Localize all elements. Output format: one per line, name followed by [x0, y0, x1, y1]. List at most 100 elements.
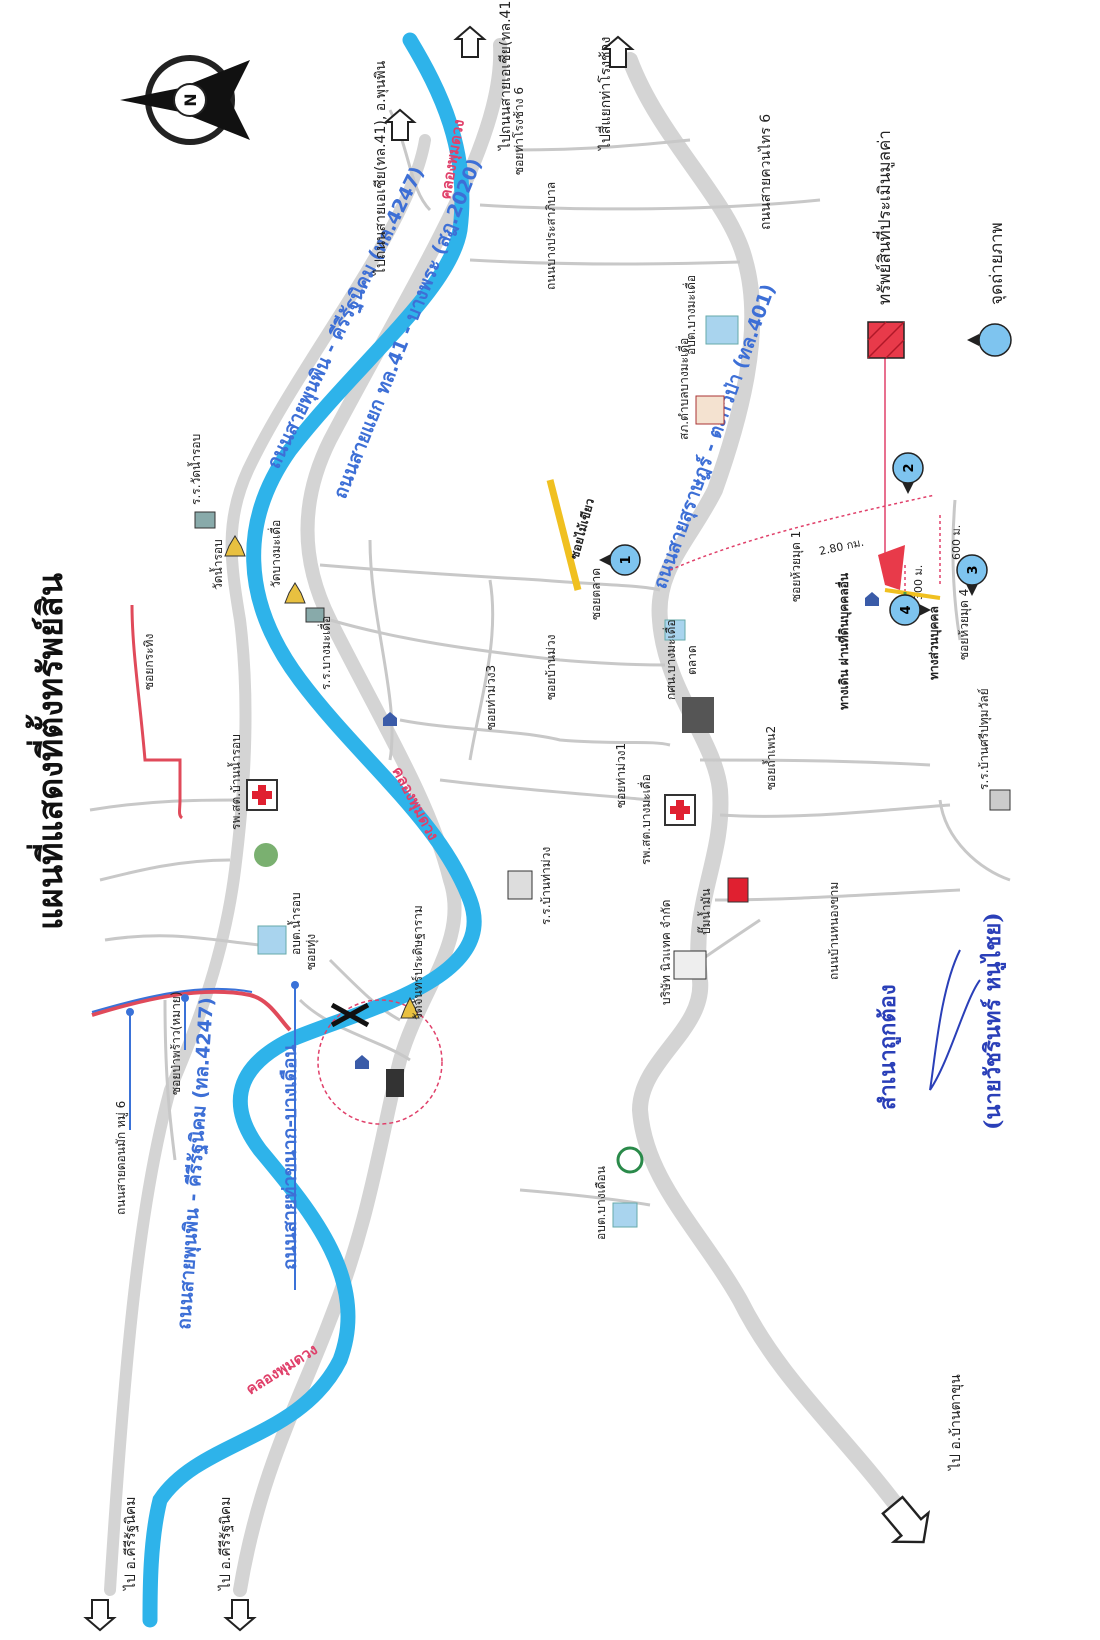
bridge-area-circle	[317, 999, 443, 1125]
photo-point-4: 4	[889, 594, 931, 626]
logo-icon	[254, 843, 278, 867]
label-police: สภ.ตำบลบางมะเดื่อ	[675, 338, 691, 440]
gas-station-icon	[727, 877, 749, 903]
camera-icon	[967, 323, 1012, 357]
page-title: แผนที่แสดงที่ตั้งทรัพย์สิน	[25, 573, 71, 930]
label-to-khiri-mid: ไป อ.คีรีรัฐนิคม	[217, 1496, 234, 1591]
photo-point-number: 2	[902, 463, 917, 472]
label-school-sri: ร.ร.บ้านศรีปทุมวัลย์	[977, 688, 992, 790]
factory-icon	[673, 950, 707, 980]
label-hospital-nam-rob: รพ.สต.บ้านน้ำรอบ	[227, 734, 243, 830]
label-distance-600: 600 ม.	[950, 525, 963, 560]
label-gas-station: ปั๊มน้ำมัน	[697, 888, 713, 935]
house-icon	[355, 1055, 369, 1069]
label-soi-tham-2: ซอยถ้ำเพน2	[762, 726, 778, 790]
red-road-west	[91, 989, 292, 1032]
signature-mark	[929, 949, 981, 1091]
road-pa-phrao-marker	[181, 994, 189, 1002]
temple-icon	[284, 582, 306, 604]
property-marker	[878, 545, 905, 590]
soi-huai-mut-4-highlight	[884, 588, 941, 600]
market-icon	[682, 697, 714, 733]
soi-mai-khiao-highlight	[546, 479, 582, 591]
label-private-path: ทางส่วนบุคคล	[927, 606, 942, 680]
minor-roads	[89, 109, 1011, 1207]
label-to-tha-rong-chang: ไปสี่แยกท่าโรงช้าง	[596, 37, 614, 151]
photo-point-number: 4	[899, 605, 914, 614]
photo-point-3: 3	[956, 554, 988, 596]
label-wat-bang-mathue: วัดบางมะเดื่อ	[267, 520, 283, 588]
legend-property-label: ทรัพย์สินที่ประเมินมูลค่า	[872, 130, 895, 305]
label-soi-krathing: ซอยกระทิง	[142, 634, 156, 690]
label-to-phunphin: ไปถนนสายเอเชีย(ทล.41), อ.พุนพิน	[372, 60, 389, 276]
direction-arrow-icon	[223, 1599, 257, 1632]
label-wat-nam-rob-school: ร.ร.วัดน้ำรอบ	[187, 434, 203, 505]
police-station-icon	[695, 395, 725, 425]
government-office-icon	[257, 925, 287, 955]
label-wat-nam-rob: วัดน้ำรอบ	[209, 539, 225, 590]
school-icon	[989, 789, 1011, 811]
label-kfn: กศน.บางมะเดื่อ	[662, 619, 678, 700]
hospital-icon	[246, 779, 278, 811]
building-icon	[386, 1069, 404, 1097]
label-market: ตลาด	[685, 645, 699, 675]
label-factory: บริษัท นิวเเทค จำกัด	[659, 900, 673, 1005]
government-office-icon	[612, 1202, 638, 1228]
road-don-mak-marker	[126, 1008, 134, 1016]
label-soi-mai-khiao: ซอยไม้เขียว	[566, 496, 597, 560]
label-road-khuan-sai: ถนนสายควนไทร 6	[757, 114, 774, 230]
label-distance-280: 2.80 กม.	[818, 536, 865, 558]
compass-letter: N	[181, 93, 200, 106]
direction-arrow-icon	[601, 35, 635, 68]
label-bang-mathue-school: ร.ร.บางมะเดื่อ	[317, 616, 333, 690]
photo-point-2: 2	[892, 452, 924, 494]
gas-logo-icon	[616, 1146, 644, 1174]
label-village-office: ทางเดิน ผ่านที่ดินบุคคลอื่น	[835, 572, 852, 710]
house-icon	[865, 592, 879, 606]
legend-photo-label: จุดถ่ายภาพ	[987, 222, 1007, 305]
photo-point-1: 1	[599, 544, 641, 576]
label-road-don-mak: ถนนสายดอนมัก หมู่ 6	[114, 1101, 129, 1215]
label-hospital-bang-mathue: รพ.สต.บางมะเดื่อ	[637, 774, 653, 865]
school-icon	[305, 607, 325, 623]
label-road-ban-nong-khlong: ถนนบ้านหนองขาม	[827, 882, 841, 980]
label-abt-nam-rob: อบต.น้ำรอบ	[287, 892, 303, 955]
label-to-ban-ta-khun: ไป อ.บ้านตาขุน	[947, 1374, 964, 1471]
label-to-asia: ไปถนนสายเอเชีย(ทล.41)	[497, 0, 514, 151]
photo-point-number: 3	[966, 565, 981, 574]
school-icon	[194, 511, 216, 529]
road-4247	[104, 134, 431, 1596]
direction-arrow-icon	[453, 25, 487, 58]
label-abt-bang-duean: อบต.บางเดือน	[594, 1166, 608, 1240]
label-soi-huai-mut-4: ซอยห้วยมุด 4	[957, 589, 972, 660]
label-distance-300: 300 ม.	[912, 565, 925, 600]
label-soi-tha-muang-1: ซอยท่าม่วง1	[614, 743, 628, 808]
label-soi-tha-rong-chang: ซอยท่าโรงช้าง 6	[512, 87, 526, 175]
road-401	[622, 52, 908, 1518]
direction-arrow-icon	[383, 108, 417, 141]
label-to-khiri-left: ไป อ.คีรีรัฐนิคม	[122, 1496, 139, 1591]
hospital-icon	[664, 794, 696, 826]
direction-arrow-icon	[83, 1599, 117, 1632]
river-khlong-phum-duang	[142, 32, 482, 1628]
road-tha-khanon-marker	[291, 981, 299, 989]
label-road-bang-pra: ถนนบางประสาภิบาล	[544, 182, 558, 290]
label-tha-muang-school: ร.ร.บ้านท่าม่วง	[539, 847, 553, 925]
signature-line2: (นายวัชรินทร์ หนูไชย)	[979, 912, 1007, 1130]
direction-arrow-icon	[881, 1495, 931, 1544]
photo-point-number: 1	[619, 555, 634, 564]
signature-line1: สำเนาถูกต้อง	[875, 984, 902, 1110]
bridge-icon	[330, 1002, 370, 1028]
temple-icon	[400, 996, 420, 1019]
label-soi-talad: ซอยตลาด	[589, 568, 603, 620]
label-soi-ban-muang: ซอยบ้านม่วง	[544, 635, 558, 700]
house-icon	[383, 712, 397, 726]
label-soi-tha-muang-3: ซอยท่าม่วง3	[484, 665, 498, 730]
government-office-icon	[705, 315, 739, 345]
blue-road-west	[91, 987, 253, 1013]
distance-line-280	[669, 494, 936, 571]
label-soi-huai-mut-1: ซอยห้วยมุด 1	[789, 531, 804, 602]
education-center-icon	[664, 619, 686, 641]
label-wat-pradit: วัดจันทร์ประดิษฐาราม	[411, 905, 425, 1020]
